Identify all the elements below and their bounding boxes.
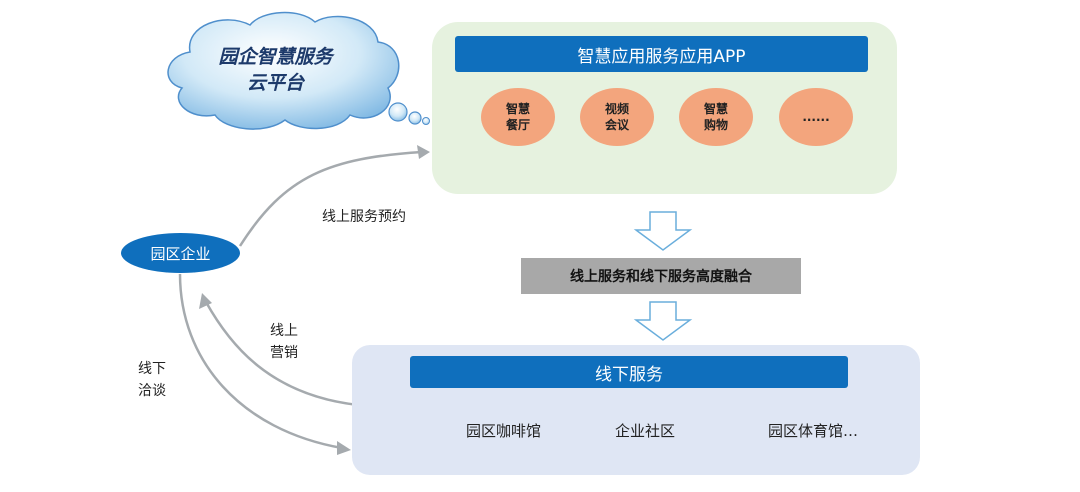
enterprise-node: 园区企业 <box>121 233 240 273</box>
offline-item-community: 企业社区 <box>615 422 676 440</box>
offline-negotiation-connector <box>178 273 343 450</box>
app-item-smart-shopping: 智慧 购物 <box>679 88 753 146</box>
online-marketing-label: 线上 营销 <box>270 323 298 361</box>
online-booking-label: 线上服务预约 <box>322 209 406 225</box>
down-arrow-icon <box>633 211 693 251</box>
app-item-smart-restaurant: 智慧 餐厅 <box>481 88 555 146</box>
arrowhead-icon <box>417 145 430 159</box>
arrowhead-icon <box>199 293 212 309</box>
offline-item-cafe: 园区咖啡馆 <box>466 422 542 440</box>
offline-negotiation-label: 线下 洽谈 <box>138 361 166 399</box>
down-arrow-icon <box>633 301 693 341</box>
arrowhead-icon <box>337 441 351 455</box>
app-item-video-conference: 视频 会议 <box>580 88 654 146</box>
fusion-label: 线上服务和线下服务高度融合 <box>521 258 801 294</box>
online-booking-connector <box>238 150 423 247</box>
online-app-header: 智慧应用服务应用APP <box>455 36 868 72</box>
cloud-title: 园企智慧服务 云平台 <box>218 46 333 94</box>
offline-item-gym: 园区体育馆… <box>768 422 859 440</box>
offline-service-header: 线下服务 <box>410 356 848 388</box>
online-marketing-connector <box>204 301 359 407</box>
app-item-more: ...... <box>779 88 853 146</box>
